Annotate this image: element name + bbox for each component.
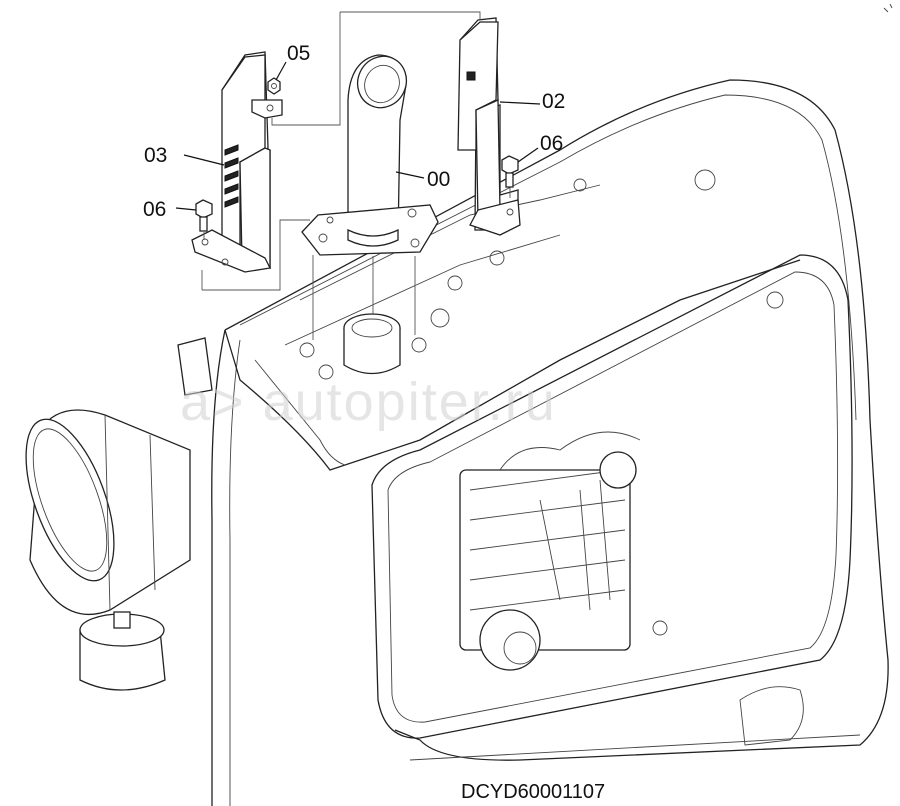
callout-03: 03 [144, 144, 167, 167]
leader-lines [175, 61, 541, 211]
exhaust-outlet [343, 313, 401, 375]
guard-part-02 [457, 17, 521, 236]
callout-00: 00 [427, 168, 450, 191]
callout-06-left: 06 [143, 198, 166, 221]
callout-05: 05 [287, 42, 310, 65]
bolt-part-06-left [195, 199, 213, 232]
air-cleaner [25, 409, 191, 691]
counterweight-body [177, 79, 889, 806]
mounting-holes [299, 169, 784, 636]
engine-assembly [459, 431, 641, 671]
callout-06-right: 06 [540, 132, 563, 155]
assembly-phantom-lines [201, 11, 511, 340]
drawing-code: DCYD60001107 [461, 781, 605, 803]
watermark-text: a> autopiter.ru [180, 372, 557, 432]
nut-part-05 [251, 77, 283, 119]
callout-02: 02 [542, 90, 565, 113]
bolt-part-06-right [501, 155, 519, 188]
corner-mark [883, 3, 893, 13]
exhaust-pipe-part-00 [301, 54, 439, 256]
